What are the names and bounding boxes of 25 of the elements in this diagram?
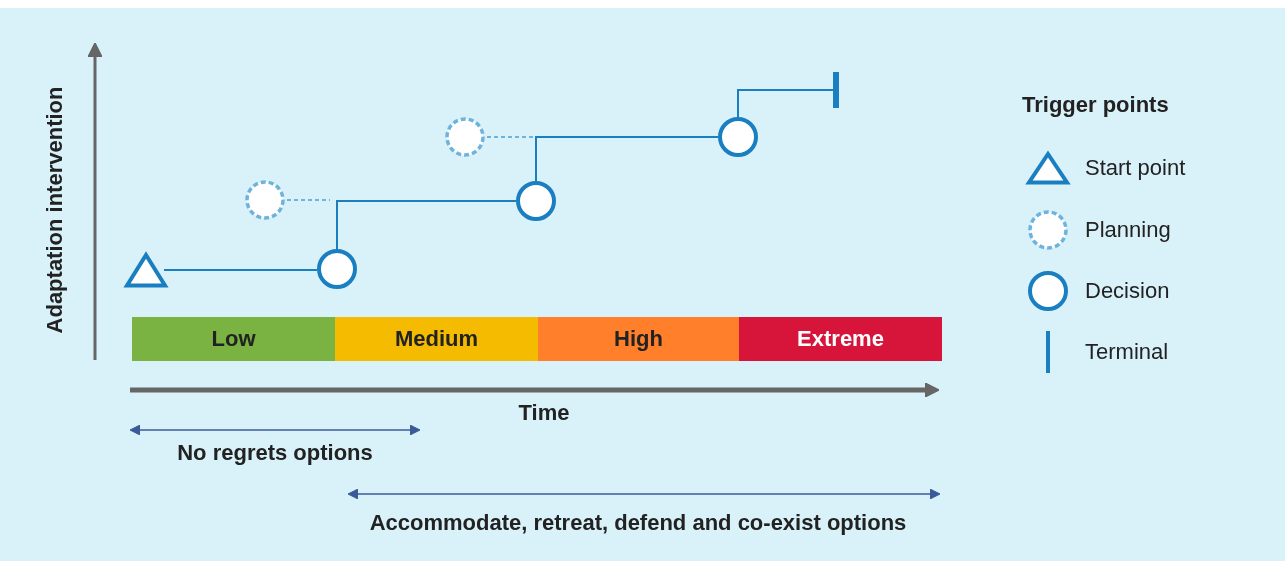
range-label: Accommodate, retreat, defend and co-exist options xyxy=(369,510,907,536)
legend-title: Trigger points xyxy=(1022,92,1169,118)
connector-line xyxy=(737,89,834,118)
connector-line xyxy=(163,269,318,271)
legend-label: Decision xyxy=(1085,278,1170,304)
legend-label: Terminal xyxy=(1085,339,1169,365)
axis-label: Time xyxy=(518,400,570,426)
risk-level-band: Medium xyxy=(335,317,538,361)
risk-level-band: High xyxy=(538,317,739,361)
connector-line xyxy=(535,136,719,182)
decision-circle xyxy=(516,181,556,221)
range-label: No regrets options xyxy=(177,440,373,466)
planning-circle xyxy=(245,180,285,220)
terminal-bar xyxy=(833,72,839,108)
planning-circle xyxy=(445,117,485,157)
dashed-connector xyxy=(286,199,331,201)
legend-label: Start point xyxy=(1085,155,1186,181)
connector-line xyxy=(336,200,517,250)
start-point-triangle xyxy=(124,252,168,288)
axis-label: Adaptation intervention xyxy=(42,86,68,334)
decision-circle xyxy=(718,117,758,157)
risk-level-band: Low xyxy=(132,317,335,361)
decision-circle xyxy=(317,249,357,289)
risk-level-band: Extreme xyxy=(739,317,942,361)
legend-label: Planning xyxy=(1085,217,1171,243)
